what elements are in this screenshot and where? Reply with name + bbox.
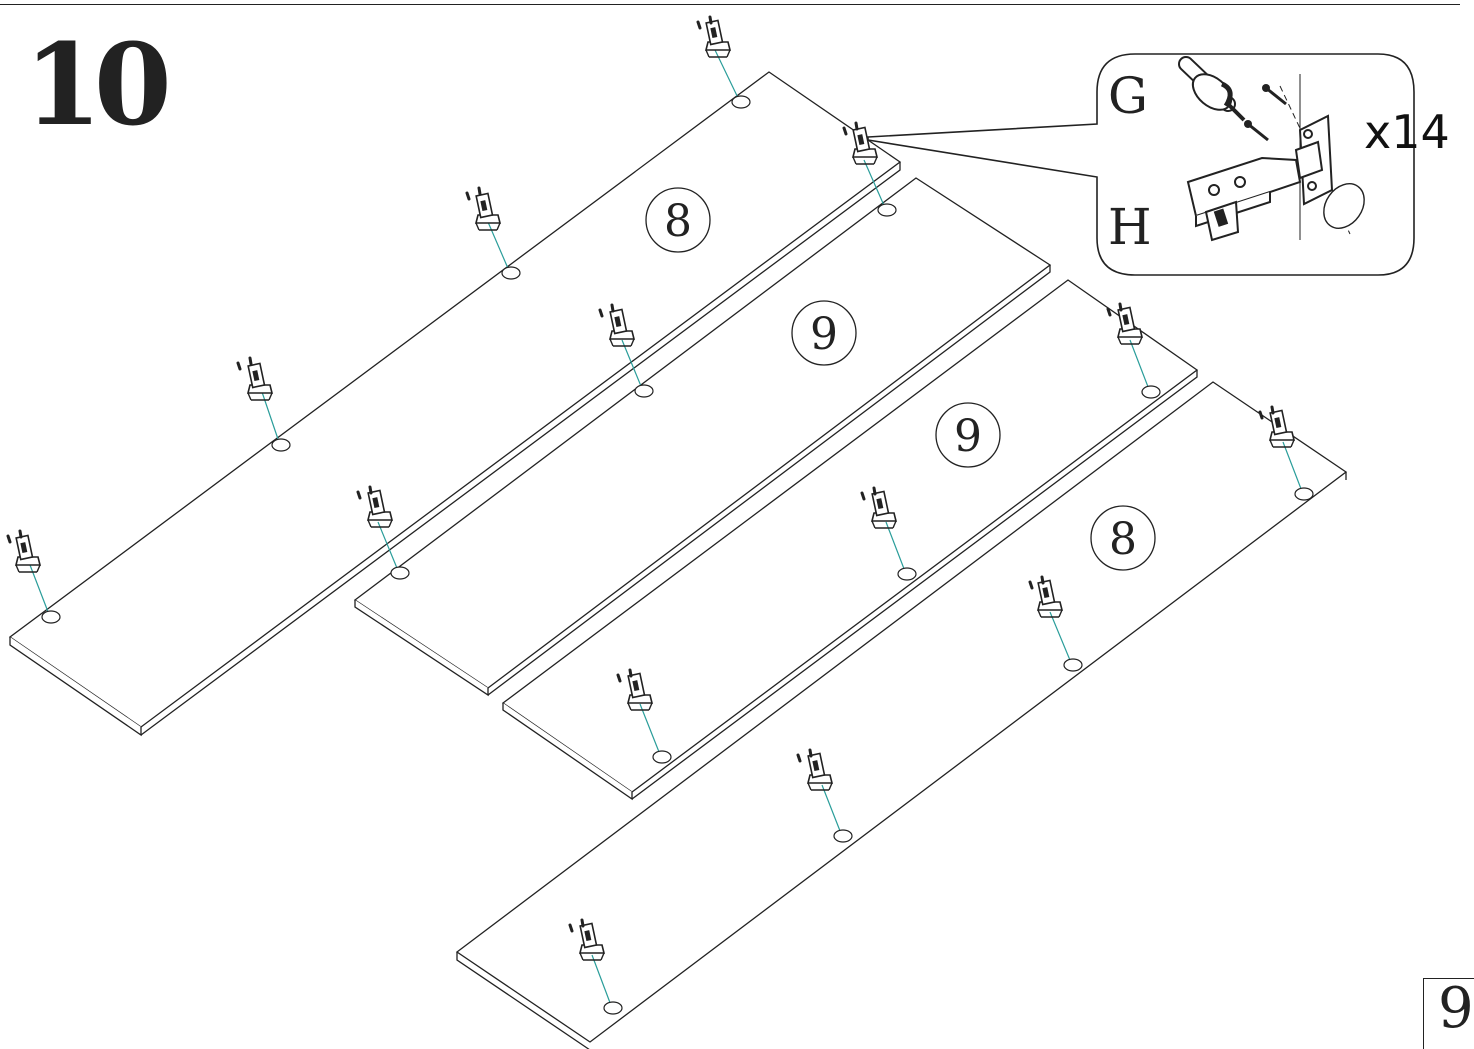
step-number: 10 bbox=[24, 20, 172, 151]
svg-text:9: 9 bbox=[810, 309, 838, 360]
panel-label-8-top: 8 bbox=[645, 187, 711, 253]
hinge-placement bbox=[1028, 575, 1083, 672]
hinge-icon bbox=[15, 534, 41, 573]
svg-text:8: 8 bbox=[1109, 514, 1137, 565]
screwdriver-icon bbox=[1178, 56, 1246, 122]
hinge-icon bbox=[247, 362, 273, 401]
drill-hole-icon bbox=[1323, 183, 1365, 229]
part-label-h: H bbox=[1108, 198, 1152, 256]
hinge-placement bbox=[1258, 405, 1314, 501]
hinge-placement bbox=[1106, 302, 1161, 399]
panel-label-9-upper: 9 bbox=[791, 300, 857, 366]
quantity-label: x14 bbox=[1364, 105, 1450, 159]
page-number-box: 9 bbox=[1423, 978, 1474, 1049]
hinge-icon bbox=[475, 192, 501, 231]
panel-9-upper bbox=[353, 177, 1052, 697]
hinge-placement bbox=[696, 15, 751, 109]
hinge-placement bbox=[6, 529, 61, 624]
page-number: 9 bbox=[1438, 976, 1474, 1041]
hinge-placement bbox=[236, 356, 291, 452]
svg-text:8: 8 bbox=[664, 196, 692, 247]
part-label-g: G bbox=[1108, 67, 1148, 125]
panel-label-9-lower: 9 bbox=[935, 402, 1001, 468]
hinge-placement bbox=[860, 486, 917, 581]
panel-9-lower bbox=[501, 279, 1199, 801]
hinge-placements bbox=[6, 15, 1314, 1015]
detail-callout: G H bbox=[867, 53, 1415, 276]
hinge-placement bbox=[356, 485, 410, 580]
hinge-icon bbox=[1186, 114, 1334, 242]
hinge-icon bbox=[705, 19, 731, 58]
hinge-placement bbox=[616, 668, 672, 764]
screw-icon bbox=[1244, 84, 1287, 142]
svg-text:9: 9 bbox=[954, 411, 982, 462]
hinge-placement bbox=[568, 918, 623, 1015]
hinge-placement bbox=[465, 186, 521, 280]
panel-label-8-bottom: 8 bbox=[1090, 505, 1156, 571]
hinge-placement bbox=[598, 303, 654, 398]
hinge-placement bbox=[796, 748, 853, 843]
hinge-placement bbox=[842, 121, 897, 217]
top-rule bbox=[0, 4, 1460, 5]
